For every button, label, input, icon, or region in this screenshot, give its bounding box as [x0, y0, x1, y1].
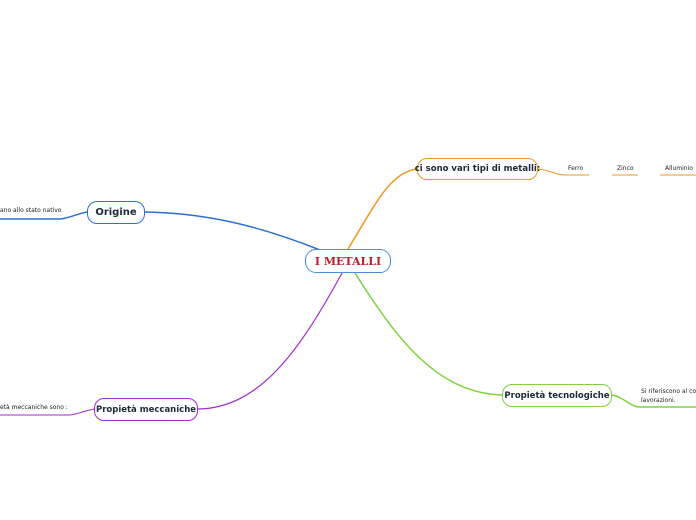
subtopic-ferro[interactable]: Ferro [568, 165, 583, 172]
topic-propieta-tecnologiche[interactable]: Propietà tecnologiche [502, 384, 612, 407]
subtopic-tecnologiche-line1: Si riferiscono al con [641, 388, 696, 395]
subtopic-meccaniche-label: età meccaniche sono : [0, 404, 68, 411]
subtopic-origine-label: ano allo stato nativo [0, 207, 62, 214]
topic-meccaniche-label: Propietà meccaniche [95, 404, 197, 415]
subtopic-tecnologiche-line2: lavorazioni. [641, 397, 676, 404]
subtopic-tecnologiche[interactable]: Si riferiscono al con lavorazioni. [641, 387, 696, 405]
central-topic-label: I METALLI [314, 254, 382, 268]
subtopic-alluminio[interactable]: Alluminio [665, 165, 693, 172]
topic-propieta-meccaniche[interactable]: Propietà meccaniche [94, 398, 198, 421]
connector-meccaniche-leaf [0, 408, 95, 416]
topic-origine[interactable]: Origine [87, 201, 145, 224]
subtopic-ferro-label: Ferro [568, 165, 584, 172]
subtopic-zinco-label: Zinco [617, 165, 634, 172]
connector-tipi [347, 168, 418, 250]
topic-origine-label: Origine [95, 207, 137, 218]
topic-tipi-label: ci sono vari tipi di metalli: [414, 164, 541, 174]
topic-tipi-di-metalli[interactable]: ci sono vari tipi di metalli: [414, 158, 541, 180]
central-topic-i-metalli[interactable]: I METALLI [305, 249, 391, 273]
subtopic-zinco[interactable]: Zinco [617, 165, 634, 172]
subtopic-origine[interactable]: ano allo stato nativo [0, 207, 61, 214]
connector-meccaniche [197, 272, 343, 410]
topic-tecnologiche-label: Propietà tecnologiche [504, 390, 610, 401]
connector-tecnologiche-leaf [611, 394, 696, 408]
connector-origine [144, 211, 321, 251]
subtopic-meccaniche[interactable]: età meccaniche sono : [0, 404, 68, 411]
connector-tecnologiche [354, 272, 503, 396]
subtopic-alluminio-label: Alluminio [665, 165, 693, 172]
connector-tipi-leaf [537, 168, 589, 176]
connector-origine-leaf [0, 211, 88, 220]
